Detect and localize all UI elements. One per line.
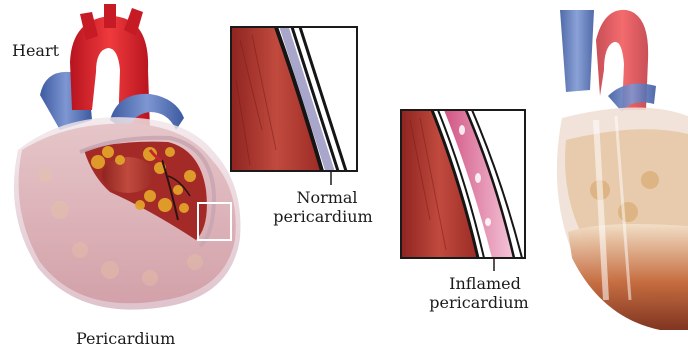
normal-pericardium-label-line2: pericardium [270, 208, 376, 226]
inflamed-pericardium-inset [401, 110, 525, 271]
pericardium-label: Pericardium [76, 330, 175, 348]
heart-label: Heart [12, 42, 59, 60]
heart-with-effusion [557, 10, 688, 330]
inflamed-pericardium-label-line1: Inflamed [442, 275, 528, 293]
normal-pericardium-label-line1: Normal [284, 189, 370, 207]
inflamed-pericardium-label-line2: pericardium [426, 294, 532, 312]
normal-pericardium-inset [231, 27, 357, 185]
